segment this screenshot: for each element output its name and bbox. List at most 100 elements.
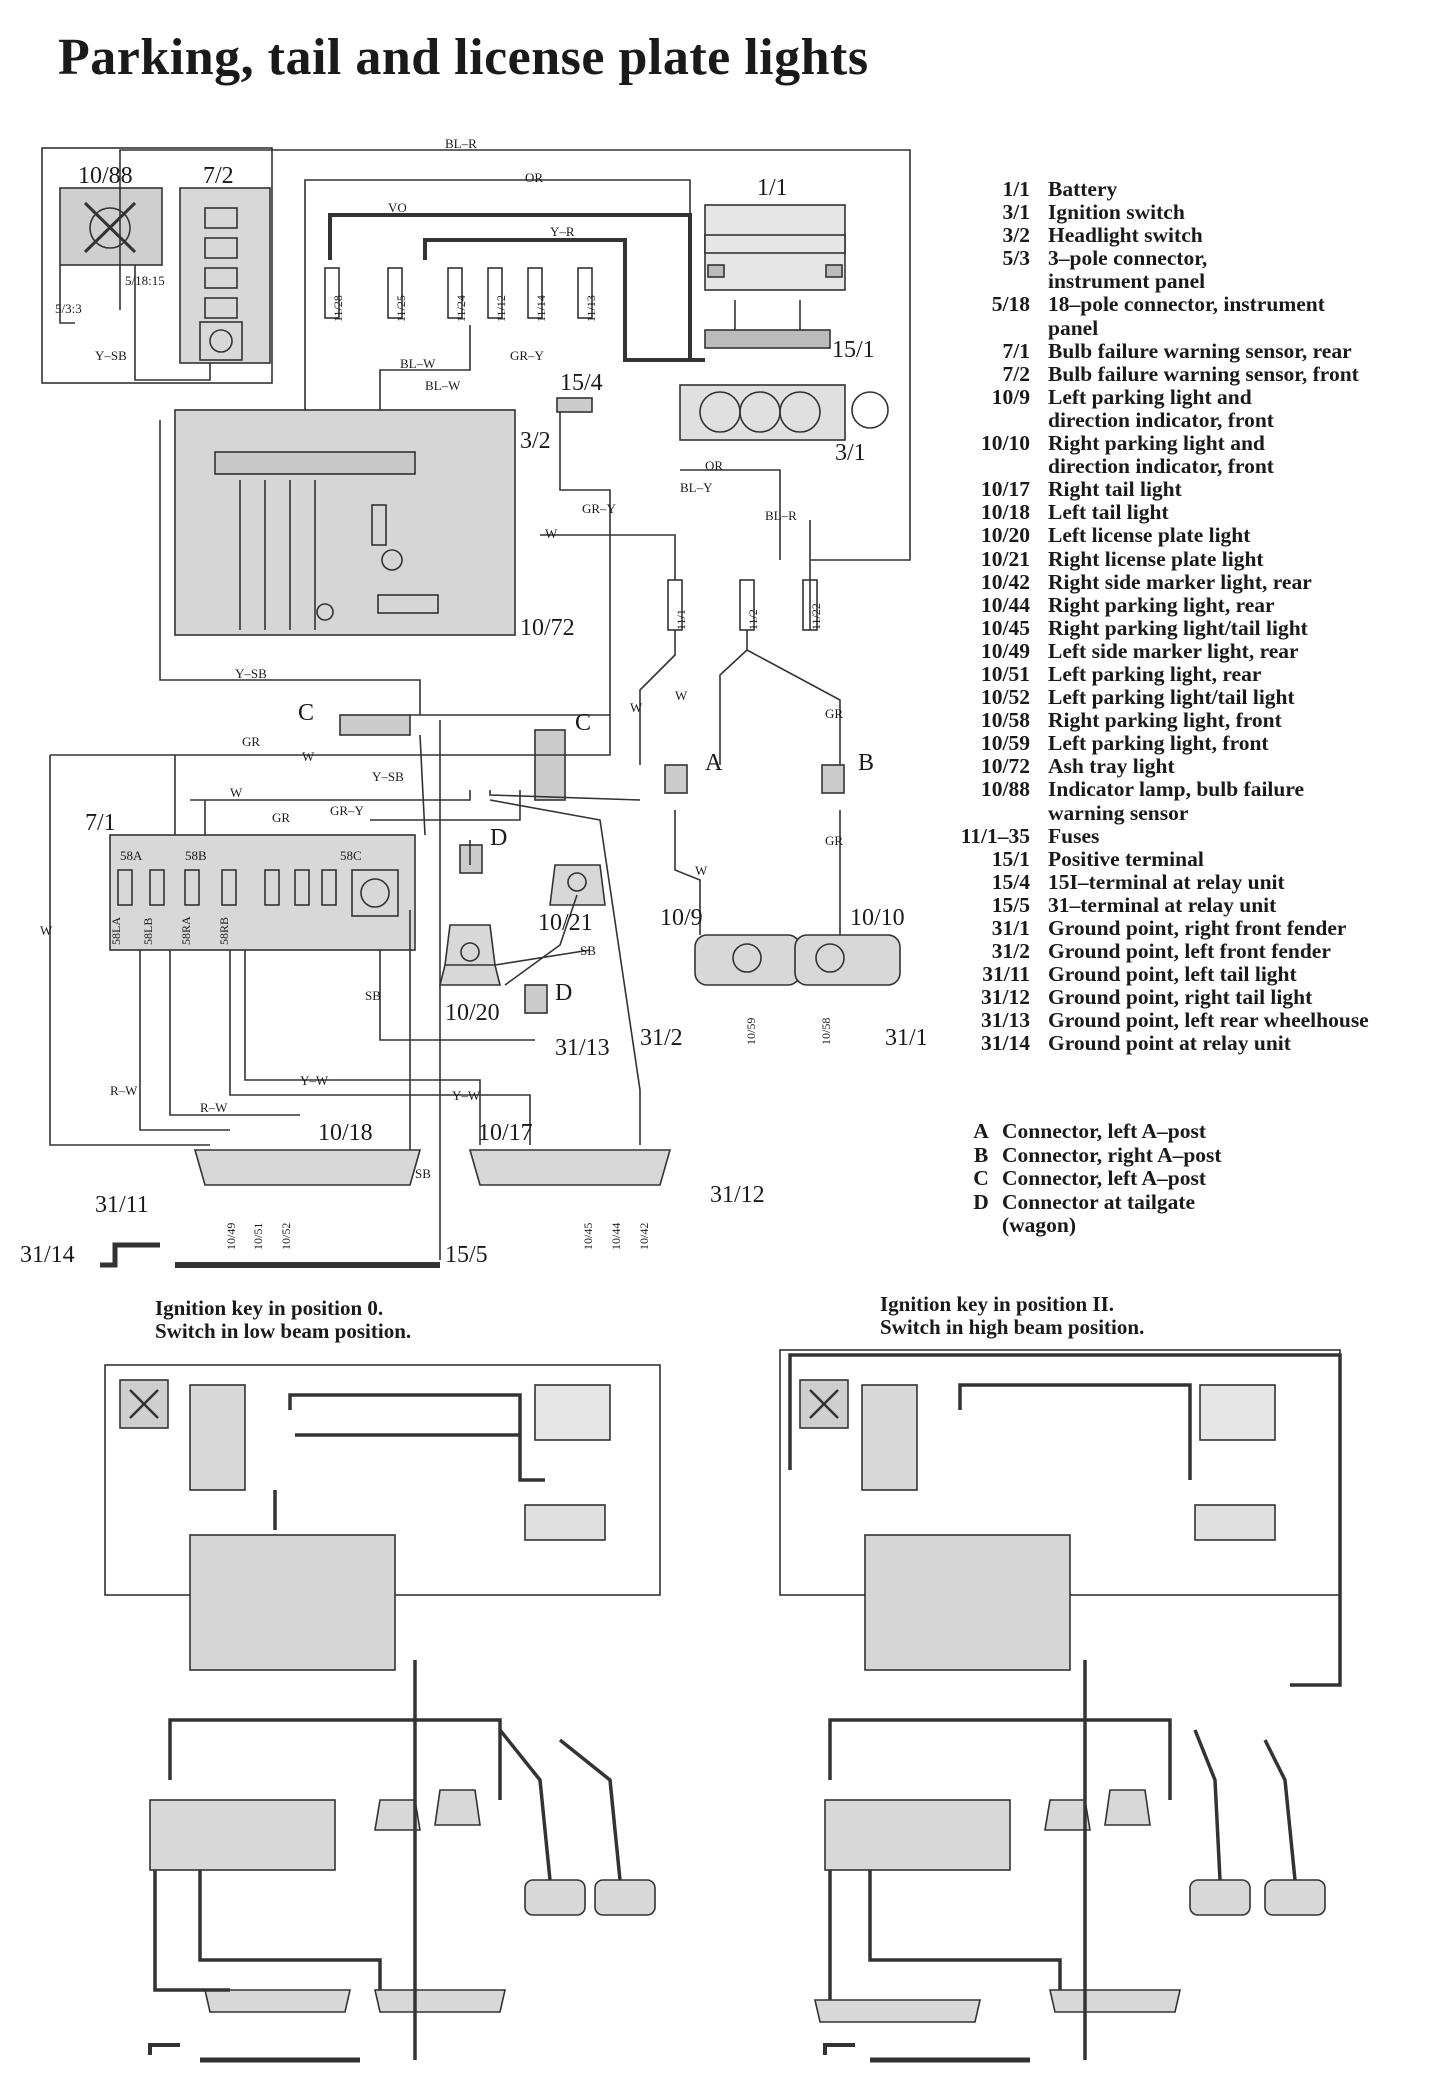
- label-10-21: 10/21: [538, 910, 593, 936]
- connector-d-block: [459, 844, 483, 874]
- mini-diagram-low-beam: [104, 1364, 661, 2063]
- legend-code: 10/45: [981, 615, 1030, 640]
- label-10-72: 10/72: [520, 615, 575, 641]
- label-7-2: 7/2: [203, 163, 234, 189]
- legend-desc: instrument panel: [1048, 269, 1206, 294]
- legend-desc: Left license plate light: [1048, 523, 1251, 548]
- wire-rw: R–W: [110, 1083, 138, 1098]
- label-1-1: 1/1: [757, 175, 788, 201]
- legend-row: panel: [930, 315, 1430, 340]
- wire-w-6: W: [695, 863, 708, 878]
- legend-code: 10/52: [981, 685, 1030, 710]
- legend-code: [930, 270, 1048, 293]
- mini-diagram-high-beam: [779, 1349, 1342, 2063]
- legend-desc: Fuses: [1048, 823, 1100, 848]
- pin-5-18-15: 5/18:15: [125, 273, 165, 288]
- connector-code: C: [973, 1166, 989, 1190]
- wire-sb: SB: [580, 943, 596, 958]
- caption-low-beam: Ignition key in position 0. Switch in lo…: [155, 1297, 411, 1343]
- legend-row: 10/72 Ash tray light: [930, 755, 1430, 778]
- legend-code: 10/10: [981, 431, 1030, 456]
- legend-code: 31/13: [981, 1008, 1030, 1033]
- marker-10-51: 10/51: [251, 1223, 265, 1250]
- connector-legend-row: C Connector, left A–post: [960, 1166, 1222, 1191]
- legend-code: 10/72: [981, 754, 1030, 779]
- legend-desc: Battery: [1048, 177, 1118, 201]
- connector-a-block: [664, 764, 688, 794]
- label-3-1: 3/1: [835, 440, 866, 466]
- wire-ysb-3: Y–SB: [372, 769, 404, 784]
- marker-10-58: 10/58: [819, 1018, 833, 1045]
- connector-desc: Connector, left A–post: [1002, 1166, 1207, 1190]
- label-15-4: 15/4: [560, 370, 603, 396]
- tail-light-10-18: [193, 1149, 422, 1186]
- legend-desc: panel: [1048, 315, 1099, 340]
- fuse-label-11-12: 11/12: [494, 295, 508, 322]
- label-15-1: 15/1: [832, 337, 875, 363]
- wire-sb-3: SB: [415, 1166, 431, 1181]
- connector-code: A: [973, 1119, 989, 1143]
- wire-w-4: W: [630, 700, 643, 715]
- wire-gr-3: GR: [825, 706, 843, 721]
- legend-desc: 3–pole connector,: [1048, 246, 1208, 271]
- legend-row: direction indicator, front: [930, 455, 1430, 478]
- wire-gr: GR: [242, 734, 260, 749]
- label-3-2: 3/2: [520, 428, 551, 454]
- wire-gry: GR–Y: [510, 348, 545, 363]
- legend-desc: Ground point, left front fender: [1048, 939, 1331, 964]
- legend-code: 10/59: [981, 731, 1030, 756]
- legend-code: 10/88: [981, 777, 1030, 802]
- term-58a: 58A: [120, 848, 143, 863]
- legend-code: 31/14: [981, 1031, 1030, 1056]
- term-58la: 58LA: [109, 917, 123, 945]
- fuse-label-11-13: 11/13: [584, 295, 598, 322]
- legend-desc: 31–terminal at relay unit: [1048, 892, 1277, 917]
- connector-legend-row: (wagon): [960, 1213, 1222, 1238]
- legend-desc: Right side marker light, rear: [1048, 569, 1312, 594]
- caption-low-beam-line1: Ignition key in position 0.: [155, 1296, 384, 1320]
- legend-code: 5/3: [1002, 246, 1030, 271]
- connector-c-top: [339, 714, 411, 736]
- wire-gry-2: GR–Y: [582, 501, 617, 516]
- legend-code: 7/2: [1002, 361, 1030, 386]
- legend-desc: Left side marker light, rear: [1048, 638, 1299, 663]
- front-sensor-panel: [41, 147, 273, 384]
- wire-w-mid: W: [545, 526, 558, 541]
- legend-code: 5/18: [991, 292, 1030, 317]
- legend-desc: 15I–terminal at relay unit: [1048, 869, 1285, 894]
- wire-vo: VO: [388, 200, 407, 215]
- label-7-1: 7/1: [85, 810, 116, 836]
- wire-gr-2: GR: [272, 810, 290, 825]
- positive-terminal-15-1: [704, 329, 831, 349]
- connector-b-label: B: [858, 750, 874, 776]
- marker-10-44: 10/44: [609, 1223, 623, 1250]
- wire-rw-2: R–W: [200, 1100, 228, 1115]
- connector-d-label: D: [490, 825, 507, 851]
- license-light-10-21: [549, 864, 606, 906]
- legend-code: 10/44: [981, 592, 1030, 617]
- legend-code: [930, 409, 1048, 432]
- legend-code: 10/9: [991, 384, 1030, 409]
- label-31-1: 31/1: [885, 1025, 928, 1051]
- legend-desc: Ground point at relay unit: [1048, 1031, 1291, 1056]
- wire-blw: BL–W: [400, 356, 436, 371]
- legend-desc: Ash tray light: [1048, 754, 1175, 779]
- legend-desc: Right parking light/tail light: [1048, 615, 1308, 640]
- caption-low-beam-line2: Switch in low beam position.: [155, 1319, 412, 1343]
